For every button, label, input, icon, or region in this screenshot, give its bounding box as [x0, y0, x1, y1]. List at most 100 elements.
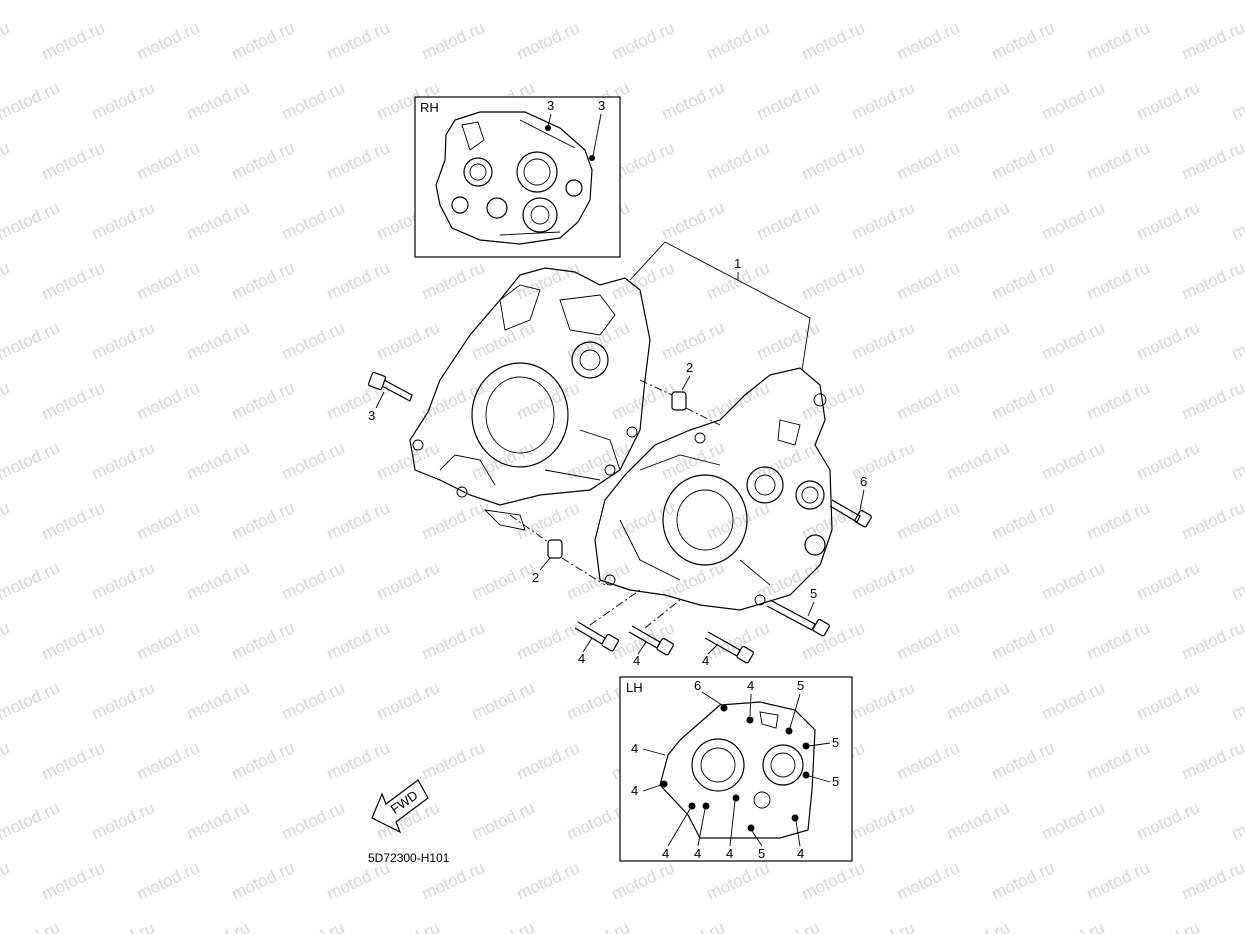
watermark-text: motod.ru: [1084, 738, 1153, 784]
watermark-text: motod.ru: [0, 738, 12, 784]
watermark-text: motod.ru: [279, 918, 348, 934]
watermark-text: motod.ru: [229, 378, 298, 424]
lh-callout-5-bottom: 5: [758, 846, 765, 861]
watermark-text: motod.ru: [134, 138, 203, 184]
rh-callout-3a: 3: [547, 98, 554, 113]
watermark-text: motod.ru: [1229, 78, 1245, 124]
watermark-text: motod.ru: [754, 78, 823, 124]
watermark-text: motod.ru: [944, 918, 1013, 934]
callout-5-main: 5: [810, 586, 817, 601]
watermark-text: motod.ru: [39, 138, 108, 184]
watermark-text: motod.ru: [989, 618, 1058, 664]
watermark-text: motod.ru: [1229, 198, 1245, 244]
watermark-text: motod.ru: [279, 558, 348, 604]
lh-callout-5-top: 5: [797, 678, 804, 693]
watermark-text: motod.ru: [184, 318, 253, 364]
watermark-text: motod.ru: [1039, 678, 1108, 724]
watermark-text: motod.ru: [279, 0, 348, 4]
watermark-text: motod.ru: [39, 738, 108, 784]
watermark-text: motod.ru: [894, 258, 963, 304]
watermark-text: motod.ru: [324, 498, 393, 544]
watermark-text: motod.ru: [89, 198, 158, 244]
diagram-code: 5D72300-H101: [368, 851, 450, 865]
watermark-text: motod.ru: [1229, 798, 1245, 844]
watermark-text: motod.ru: [989, 498, 1058, 544]
lh-callout-4-left1: 4: [631, 741, 638, 756]
watermark-text: motod.ru: [944, 558, 1013, 604]
watermark-text: motod.ru: [229, 18, 298, 64]
watermark-text: motod.ru: [39, 258, 108, 304]
watermark-text: motod.ru: [704, 498, 773, 544]
watermark-text: motod.ru: [469, 918, 538, 934]
callout-2-upper: 2: [686, 360, 693, 375]
callout-3-main: 3: [368, 408, 375, 423]
watermark-text: motod.ru: [849, 918, 918, 934]
watermark-text: motod.ru: [1084, 858, 1153, 904]
watermark-text: motod.ru: [1229, 438, 1245, 484]
watermark-text: motod.ru: [1229, 0, 1245, 4]
crankcase-right-half: [409, 267, 651, 531]
watermark-text: motod.ru: [0, 318, 62, 364]
watermark-text: motod.ru: [1039, 78, 1108, 124]
watermark-text: motod.ru: [469, 558, 538, 604]
watermark-text: motod.ru: [894, 738, 963, 784]
watermark-text: motod.ru: [1134, 318, 1203, 364]
watermark-text: motod.ru: [514, 18, 583, 64]
watermark-text: motod.ru: [659, 558, 728, 604]
watermark-text: motod.ru: [229, 258, 298, 304]
watermark-text: motod.ru: [184, 798, 253, 844]
watermark-text: motod.ru: [564, 918, 633, 934]
rh-inset: RH 3 3: [414, 96, 621, 258]
watermark-text: motod.ru: [134, 738, 203, 784]
watermark-text: motod.ru: [469, 678, 538, 724]
callout-1: 1: [734, 256, 741, 271]
watermark-text: motod.ru: [1039, 918, 1108, 934]
watermark-text: motod.ru: [564, 438, 633, 484]
watermark-text: motod.ru: [0, 78, 62, 124]
watermark-text: motod.ru: [1084, 498, 1153, 544]
watermark-text: motod.ru: [89, 438, 158, 484]
watermark-text: motod.ru: [989, 378, 1058, 424]
watermark-text: motod.ru: [134, 498, 203, 544]
watermark-text: motod.ru: [1229, 678, 1245, 724]
watermark-text: motod.ru: [659, 198, 728, 244]
watermark-text: motod.ru: [754, 318, 823, 364]
watermark-text: motod.ru: [184, 0, 253, 4]
lh-callout-4-b2: 4: [694, 846, 701, 861]
watermark-text: motod.ru: [0, 198, 62, 244]
watermark-text: motod.ru: [989, 18, 1058, 64]
watermark-text: motod.ru: [659, 78, 728, 124]
watermark-text: motod.ru: [1039, 798, 1108, 844]
watermark-text: motod.ru: [0, 618, 12, 664]
watermark-text: motod.ru: [279, 438, 348, 484]
watermark-text: motod.ru: [989, 258, 1058, 304]
watermark-text: motod.ru: [894, 18, 963, 64]
watermark-text: motod.ru: [419, 18, 488, 64]
watermark-text: motod.ru: [0, 678, 62, 724]
watermark-text: motod.ru: [1179, 138, 1245, 184]
watermark-text: motod.ru: [89, 0, 158, 4]
watermark-text: motod.ru: [89, 318, 158, 364]
watermark-text: motod.ru: [1084, 138, 1153, 184]
lh-inset-title: LH: [626, 680, 643, 695]
watermark-text: motod.ru: [374, 558, 443, 604]
rh-callout-3b: 3: [598, 98, 605, 113]
watermark-text: motod.ru: [0, 0, 62, 4]
watermark-text: motod.ru: [324, 258, 393, 304]
watermark-text: motod.ru: [659, 918, 728, 934]
watermark-text: motod.ru: [1039, 558, 1108, 604]
watermark-text: motod.ru: [514, 618, 583, 664]
watermark-text: motod.ru: [564, 0, 633, 4]
watermark-text: motod.ru: [989, 138, 1058, 184]
watermark-text: motod.ru: [0, 558, 62, 604]
watermark-text: motod.ru: [1039, 438, 1108, 484]
watermark-text: motod.ru: [134, 378, 203, 424]
watermark-text: motod.ru: [0, 918, 62, 934]
watermark-text: motod.ru: [609, 498, 678, 544]
watermark-text: motod.ru: [1084, 378, 1153, 424]
watermark-text: motod.ru: [324, 138, 393, 184]
watermark-text: motod.ru: [1179, 498, 1245, 544]
watermark-text: motod.ru: [944, 78, 1013, 124]
watermark-text: motod.ru: [229, 138, 298, 184]
watermark-text: motod.ru: [39, 858, 108, 904]
